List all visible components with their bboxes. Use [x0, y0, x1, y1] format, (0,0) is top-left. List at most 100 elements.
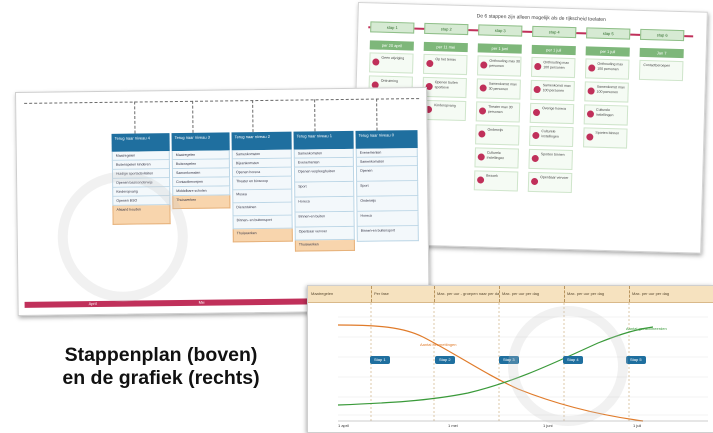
step-item: Op het terras — [423, 53, 468, 76]
watermark-logo — [508, 306, 628, 426]
measure-icon — [478, 130, 486, 138]
stap-marker: Stap 5 — [626, 356, 646, 364]
step-item: Theater max 30 personen — [475, 101, 521, 123]
stap-marker: Stap 1 — [370, 356, 390, 364]
x-tick: 1 mei — [448, 423, 458, 428]
header-segment: Maatregelen — [308, 286, 372, 302]
level-row: Horeca — [294, 196, 355, 213]
measure-icon — [479, 84, 487, 92]
measure-icon — [530, 177, 539, 186]
dotted-connector — [192, 100, 194, 133]
measure-icon — [426, 59, 434, 68]
step-item: Culturele instellingen — [583, 104, 629, 126]
level-header: Terug naar niveau 2 — [231, 131, 292, 151]
measure-icon — [476, 176, 485, 184]
header-segment: Max. per uur per dag — [564, 286, 630, 302]
step-item: Onderwijs — [475, 124, 520, 146]
dotted-connector — [134, 101, 136, 134]
level-row: Binnen- en buitensport — [232, 215, 293, 230]
step-date: per 1 juli — [531, 44, 576, 56]
step-item: Samenkomst max 100 personen — [584, 81, 629, 103]
step-badge: stap 2 — [424, 22, 469, 36]
step-column: stap 3 per 1 juni Onthouding max 30 pers… — [473, 24, 523, 192]
step-column: stap 2 per 11 mei Op het terras Openen b… — [421, 22, 469, 122]
level-header: Terug naar niveau 3 — [171, 132, 230, 152]
header-segment: Max. per uur per dag — [499, 286, 565, 302]
dotted-line — [24, 98, 420, 104]
level-row: Theater en bioscoop — [232, 176, 293, 191]
dotted-connector — [376, 98, 378, 131]
left-stepplan-slide: Terug naar niveau 4 Maatregelen Buitensp… — [15, 86, 430, 316]
level-column: Terug naar niveau 1 Samenkomsten Eveneme… — [293, 130, 355, 252]
step-item: Openbaar vervoer — [527, 171, 573, 194]
level-row: Openbaar vervoer — [294, 226, 355, 241]
caption-line-1: Stappenplan (boven) — [64, 344, 258, 366]
level-row: Openen — [355, 166, 419, 182]
measure-icon — [588, 64, 596, 72]
level-row: Musea — [232, 189, 293, 204]
step-item: Onthouding max 30 personen — [476, 55, 522, 77]
level-row-highlight: Thuiswerken — [294, 239, 355, 252]
measure-icon — [532, 108, 541, 117]
level-header: Terug naar niveau 1 — [293, 130, 354, 150]
step-date: per 1 juni — [477, 43, 522, 54]
level-row: Openen verpleeghuizen — [293, 166, 355, 183]
measure-icon — [534, 62, 542, 71]
green-annotation: Aantal gevaccineerden — [626, 326, 667, 331]
header-segment: Max. per uur - groepen naar per dag — [434, 286, 500, 302]
step-date: per 11 mei — [423, 41, 468, 53]
step-date: per 20 april — [369, 40, 414, 51]
level-row: Sport — [294, 181, 355, 198]
step-column: stap 5 per 1 juli Onthouding max 100 per… — [583, 27, 631, 149]
step-column: stap 1 per 20 april Geen wijziging Ontru… — [368, 21, 415, 97]
dotted-connector — [314, 99, 316, 132]
level-column: Terug naar niveau 0 Evenementen Samenkom… — [355, 130, 419, 242]
header-segment: Per fase — [371, 286, 435, 302]
chart-slide: Maatregelen Per fase Max. per uur - groe… — [307, 285, 713, 433]
step-item: Geen wijziging — [369, 52, 414, 74]
dotted-connector — [252, 100, 254, 133]
measure-icon — [587, 87, 595, 95]
step-item: Sporten binnen — [583, 127, 628, 149]
stap-marker: Stap 2 — [435, 356, 455, 364]
orange-annotation: Aantal besmettingen — [420, 342, 457, 347]
measure-icon — [372, 58, 380, 66]
x-tick: 1 juni — [543, 423, 553, 428]
step-badge: stap 1 — [370, 21, 415, 34]
x-tick: 1 april — [338, 423, 349, 428]
caption: Stappenplan (boven) en de grafiek (recht… — [36, 344, 286, 390]
measure-icon — [477, 153, 485, 161]
month-label: Mei — [198, 299, 206, 305]
level-column: Terug naar niveau 3 Maatregelen Buitensp… — [171, 132, 231, 210]
step-badge: stap 6 — [640, 28, 685, 42]
level-row: Sport — [356, 181, 419, 197]
measure-icon — [478, 107, 487, 115]
step-item: Samenkomst max 30 personen — [476, 78, 521, 100]
level-row: Horeca — [356, 211, 419, 227]
level-row: Binnen-en buitensport — [356, 226, 419, 242]
step-item: Culturele instellingen — [474, 147, 519, 169]
measure-icon — [533, 85, 541, 94]
step-item: Overige horeca — [529, 102, 575, 125]
step-item: Samenkomst max 100 personen — [530, 79, 575, 102]
step-item: Culturele instellingen — [529, 125, 574, 148]
chart-header-bar: Maatregelen Per fase Max. per uur - groe… — [308, 286, 713, 303]
step-item: Onthouding max 100 personen — [530, 56, 576, 79]
month-label: April — [88, 301, 97, 307]
level-row: Dierentuinen — [232, 202, 293, 217]
step-item: Openen buiten sportieve — [422, 76, 467, 99]
step-item: Onthouding max 100 personen — [584, 58, 630, 80]
level-row: Onderwijs — [356, 196, 419, 212]
measure-icon — [532, 131, 540, 140]
step-column: stap 4 per 1 juli Onthouding max 100 per… — [527, 25, 577, 194]
level-row: Binnen-en buiten — [294, 211, 355, 228]
step-item: Kinderopvang — [421, 99, 467, 122]
measure-icon — [531, 154, 539, 163]
step-date: per 1 juli — [585, 46, 630, 57]
level-header: Terug naar niveau 0 — [355, 130, 418, 149]
step-item: Contactberoepen — [638, 59, 684, 82]
caption-line-2: en de grafiek (rechts) — [62, 367, 260, 389]
step-item: Bezoek — [473, 170, 519, 192]
step-badge: stap 3 — [478, 24, 523, 37]
x-tick: 1 juli — [633, 423, 642, 428]
